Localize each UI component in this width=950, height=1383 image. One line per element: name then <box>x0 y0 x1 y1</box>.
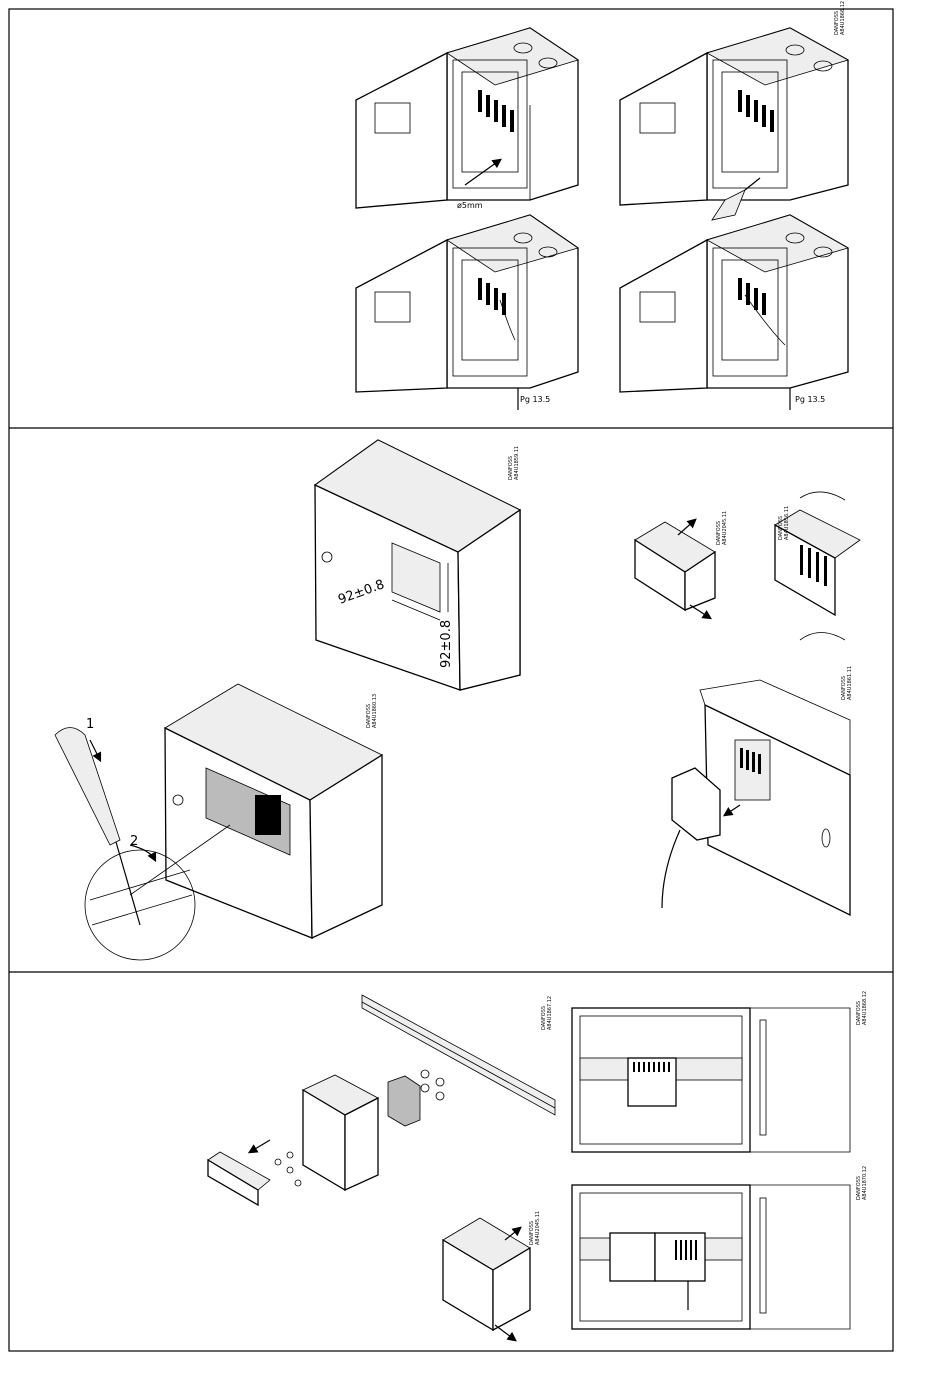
code-panel-a-2: A84U1868.12 <box>862 991 868 1025</box>
code-cutout-2: A84U1859.11 <box>514 446 520 480</box>
code-housing-2: A84U2045.11 <box>535 1211 541 1245</box>
enclosure-hole-drilling <box>356 28 578 208</box>
hole-diameter-label: ø5mm <box>457 201 483 210</box>
housing-terminal-removal <box>443 1218 530 1340</box>
enclosure-cable-gland-right <box>620 215 848 410</box>
enclosure-cable-gland-left <box>356 215 578 410</box>
code-top-right-2: A84U1866.12 <box>840 1 846 35</box>
cutout-height-label: 92±0.8 <box>439 620 454 668</box>
code-door-2: A84U1861.11 <box>847 666 853 700</box>
cabinet-din-panel-b <box>572 1185 850 1329</box>
cabinet-din-panel-a <box>572 1008 850 1152</box>
enclosure-hole-deburring <box>620 28 848 220</box>
gland-label-right: Pg 13.5 <box>795 395 825 404</box>
step-2-label: 2 <box>130 834 138 849</box>
gland-label-left: Pg 13.5 <box>520 395 550 404</box>
step-1-label: 1 <box>86 717 94 732</box>
code-terminal-2: A84U2045.11 <box>722 511 728 545</box>
enclosure-mounted-controller <box>130 684 382 938</box>
code-din-2: A84U1867.12 <box>547 996 553 1030</box>
code-mounted-2: A84U1860.13 <box>372 694 378 728</box>
code-connector-2: A84U1856.11 <box>784 506 790 540</box>
terminal-block-removal <box>635 520 715 618</box>
door-mount-module <box>662 680 850 915</box>
code-panel-b-2: A84U1870.12 <box>862 1166 868 1200</box>
din-rail-exploded <box>208 995 555 1205</box>
enclosure-cutout <box>315 440 520 690</box>
